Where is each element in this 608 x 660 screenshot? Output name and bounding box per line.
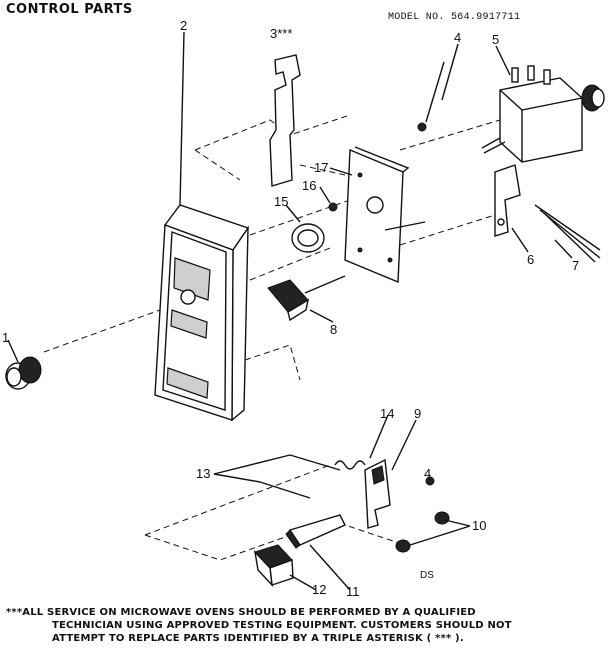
page-title: CONTROL PARTS [6,2,133,17]
callout-13: 13 [196,466,210,481]
callout-4: 4 [454,30,461,45]
callout-5: 5 [492,32,499,47]
callout-7: 7 [572,258,579,273]
dial-part [291,223,325,253]
knob-part [5,356,42,390]
service-warning: ***ALL SERVICE ON MICROWAVE OVENS SHOULD… [6,606,604,645]
callout-4b: 4 [424,466,431,481]
control-panel-housing [154,204,250,422]
callout-3: 3*** [270,26,292,41]
wire-leads [534,204,601,263]
warning-line-2: TECHNICIAN USING APPROVED TESTING EQUIPM… [52,620,512,631]
warning-line-1: ***ALL SERVICE ON MICROWAVE OVENS SHOULD… [6,607,476,618]
button-part [253,544,294,588]
callout-12: 12 [312,582,326,597]
callout-8: 8 [330,322,337,337]
mounting-plate [344,146,426,284]
callout-16: 16 [302,178,316,193]
latch-part [364,458,391,529]
washer-part [395,511,450,553]
bracket-part [269,54,301,187]
drawing-code: DS [420,570,434,581]
timer-motor [481,65,605,163]
callout-11: 11 [346,584,360,599]
clip-part [494,164,521,237]
callout-9: 9 [414,406,421,421]
actuator-part [267,275,346,322]
assembly-lines [43,114,501,561]
parts-diagram: 1 2 3*** 4 5 6 7 8 9 10 11 12 13 14 15 1… [2,18,605,599]
leader-lines [7,31,573,591]
callout-14: 14 [380,406,394,421]
callout-17: 17 [314,160,328,175]
lever-part [285,514,346,549]
screw-part [417,61,445,486]
callout-6: 6 [527,252,534,267]
callout-1: 1 [2,330,9,345]
rod-part [259,481,311,499]
spring-part [289,454,366,471]
callout-15: 15 [274,194,288,209]
model-number: MODEL NO. 564.9917711 [388,12,521,23]
callout-10: 10 [472,518,486,533]
warning-line-3: ATTEMPT TO REPLACE PARTS IDENTIFIED BY A… [52,633,464,644]
small-screw [328,202,338,212]
callout-2: 2 [180,18,187,33]
